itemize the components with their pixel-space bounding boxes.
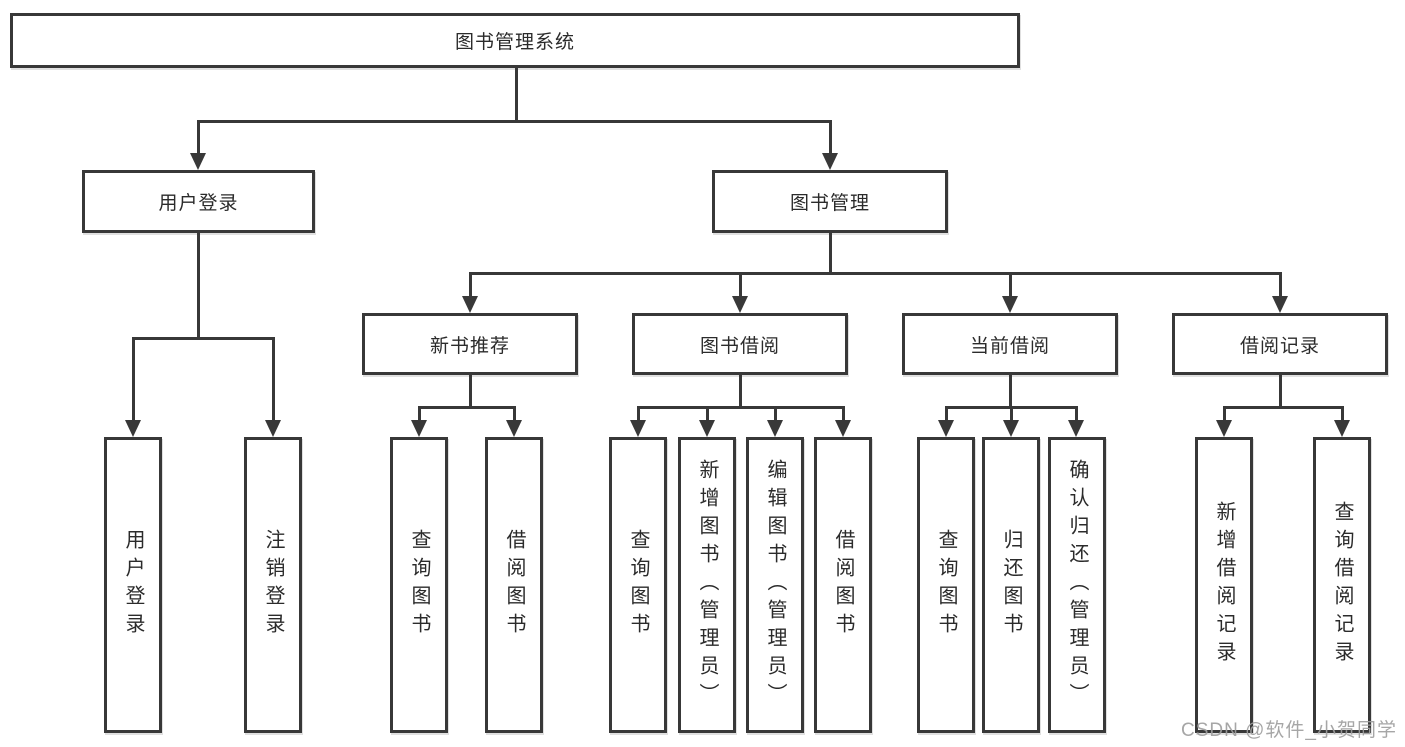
node-book-management-label: 图书管理 <box>789 193 870 214</box>
edge-drop-bb-borrow <box>842 406 845 421</box>
arrowhead-leaf-login-icon <box>125 420 141 437</box>
arrowhead-br-add-icon <box>1216 420 1232 437</box>
leaf-cb-return-books: 归还图书 <box>982 437 1040 733</box>
edge-drop-book-mgmt <box>829 120 832 156</box>
leaf-logout-label: 注销登录 <box>262 529 284 641</box>
edge-drop-bb-edit <box>774 406 777 421</box>
leaf-cb-confirm-return-admin: 确认归还（管理员） <box>1048 437 1106 733</box>
edge-drop-user-login <box>197 120 200 156</box>
node-root: 图书管理系统 <box>10 13 1020 68</box>
leaf-cb-query-books: 查询图书 <box>917 437 975 733</box>
leaf-bb-borrow-books-label: 借阅图书 <box>832 529 854 641</box>
node-new-books: 新书推荐 <box>362 313 578 375</box>
arrowhead-bb-query-icon <box>630 420 646 437</box>
arrowhead-cb-return-icon <box>1003 420 1019 437</box>
edge-new-books-rail <box>418 406 516 409</box>
arrowhead-cb-query-icon <box>938 420 954 437</box>
edge-user-login-stem <box>197 233 200 339</box>
arrowhead-new-books-icon <box>462 296 478 313</box>
node-user-login: 用户登录 <box>82 170 315 233</box>
arrowhead-nb-query-icon <box>411 420 427 437</box>
edge-current-borrow-stem <box>1009 375 1012 408</box>
leaf-br-query-record-label: 查询借阅记录 <box>1331 501 1353 669</box>
node-user-login-label: 用户登录 <box>158 193 239 214</box>
arrowhead-leaf-logout-icon <box>265 420 281 437</box>
arrowhead-current-borrow-icon <box>1002 296 1018 313</box>
leaf-br-add-record-label: 新增借阅记录 <box>1213 501 1235 669</box>
edge-drop-br-add <box>1223 406 1226 421</box>
csdn-watermark: CSDN @软件_小贺同学 <box>1181 720 1397 741</box>
edge-book-mgmt-stem <box>829 233 832 274</box>
node-root-label: 图书管理系统 <box>454 32 575 53</box>
edge-drop-cb-return <box>1010 406 1013 421</box>
leaf-nb-borrow-books-label: 借阅图书 <box>503 529 525 641</box>
arrowhead-book-borrow-icon <box>732 296 748 313</box>
leaf-bb-add-books-admin-label: 新增图书（管理员） <box>696 459 718 711</box>
edge-new-books-stem <box>469 375 472 408</box>
leaf-bb-query-books: 查询图书 <box>609 437 667 733</box>
edge-level2-rail <box>197 120 832 123</box>
leaf-cb-return-books-label: 归还图书 <box>1000 529 1022 641</box>
edge-drop-current-borrow <box>1009 272 1012 297</box>
edge-user-login-rail <box>132 337 275 340</box>
edge-drop-br-query <box>1341 406 1344 421</box>
edge-drop-new-books <box>469 272 472 297</box>
leaf-cb-query-books-label: 查询图书 <box>935 529 957 641</box>
node-current-borrow: 当前借阅 <box>902 313 1118 375</box>
leaf-user-login: 用户登录 <box>104 437 162 733</box>
leaf-bb-edit-books-admin: 编辑图书（管理员） <box>746 437 804 733</box>
arrowhead-bb-add-icon <box>699 420 715 437</box>
arrowhead-borrow-records-icon <box>1272 296 1288 313</box>
leaf-user-login-label: 用户登录 <box>122 529 144 641</box>
edge-drop-bb-query <box>637 406 640 421</box>
edge-level3-rail <box>469 272 1282 275</box>
arrowhead-user-login-icon <box>190 153 206 170</box>
leaf-br-query-record: 查询借阅记录 <box>1313 437 1371 733</box>
node-new-books-label: 新书推荐 <box>429 335 510 357</box>
edge-book-borrow-stem <box>739 375 742 408</box>
arrowhead-cb-confirm-icon <box>1068 420 1084 437</box>
edge-drop-nb-query <box>418 406 421 421</box>
edge-drop-nb-borrow <box>513 406 516 421</box>
arrowhead-book-mgmt-icon <box>822 153 838 170</box>
node-borrow-records-label: 借阅记录 <box>1239 335 1320 357</box>
arrowhead-br-query-icon <box>1334 420 1350 437</box>
node-book-borrow-label: 图书借阅 <box>699 335 780 357</box>
edge-borrow-records-rail <box>1223 406 1343 409</box>
edge-drop-bb-add <box>706 406 709 421</box>
leaf-nb-borrow-books: 借阅图书 <box>485 437 543 733</box>
leaf-bb-query-books-label: 查询图书 <box>627 529 649 641</box>
edge-drop-leaf-logout <box>272 337 275 421</box>
node-book-borrow: 图书借阅 <box>632 313 848 375</box>
edge-book-borrow-rail <box>637 406 845 409</box>
edge-drop-leaf-login <box>132 337 135 421</box>
node-borrow-records: 借阅记录 <box>1172 313 1388 375</box>
leaf-bb-borrow-books: 借阅图书 <box>814 437 872 733</box>
leaf-nb-query-books-label: 查询图书 <box>408 529 430 641</box>
leaf-bb-add-books-admin: 新增图书（管理员） <box>678 437 736 733</box>
arrowhead-bb-borrow-icon <box>835 420 851 437</box>
node-current-borrow-label: 当前借阅 <box>969 335 1050 357</box>
edge-drop-cb-confirm <box>1075 406 1078 421</box>
arrowhead-bb-edit-icon <box>767 420 783 437</box>
leaf-bb-edit-books-admin-label: 编辑图书（管理员） <box>764 459 786 711</box>
leaf-cb-confirm-return-admin-label: 确认归还（管理员） <box>1066 459 1088 711</box>
leaf-br-add-record: 新增借阅记录 <box>1195 437 1253 733</box>
edge-drop-book-borrow <box>739 272 742 297</box>
leaf-logout: 注销登录 <box>244 437 302 733</box>
edge-drop-cb-query <box>945 406 948 421</box>
node-book-management: 图书管理 <box>712 170 948 233</box>
edge-borrow-records-stem <box>1279 375 1282 408</box>
arrowhead-nb-borrow-icon <box>506 420 522 437</box>
leaf-nb-query-books: 查询图书 <box>390 437 448 733</box>
edge-drop-borrow-records <box>1279 272 1282 297</box>
edge-root-stem <box>515 68 518 122</box>
